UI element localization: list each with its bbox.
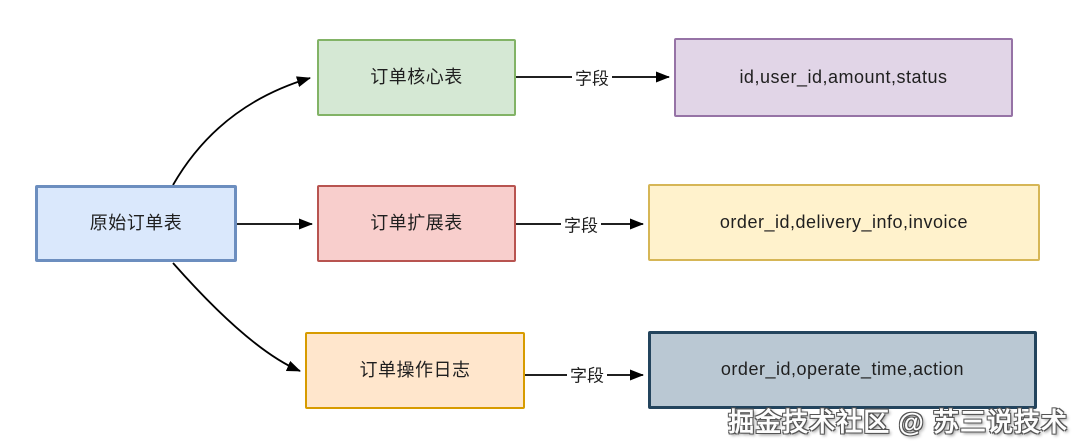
node-log-fields: order_id,operate_time,action (648, 331, 1037, 409)
edge-label-fields-2: 字段 (561, 211, 601, 237)
edge-label-fields-3: 字段 (567, 361, 607, 387)
node-original-order-table: 原始订单表 (35, 185, 237, 262)
node-order-extension-table: 订单扩展表 (317, 185, 516, 262)
node-label: 订单核心表 (370, 66, 463, 87)
node-label: order_id,delivery_info,invoice (719, 211, 969, 232)
node-label: 原始订单表 (89, 212, 183, 233)
node-label: id,user_id,amount,status (739, 66, 948, 87)
node-label: order_id,operate_time,action (720, 359, 965, 380)
node-label: 订单扩展表 (370, 212, 463, 233)
node-core-fields: id,user_id,amount,status (674, 38, 1013, 117)
node-order-core-table: 订单核心表 (317, 39, 516, 116)
watermark-text: 掘金技术社区 @ 苏三说技术 (728, 407, 1068, 437)
node-extension-fields: order_id,delivery_info,invoice (648, 184, 1040, 261)
arrow-source-to-log (172, 262, 301, 372)
arrow-source-to-core (172, 76, 311, 186)
edge-label-fields-1: 字段 (572, 64, 612, 90)
node-label: 订单操作日志 (359, 359, 471, 380)
node-order-operation-log: 订单操作日志 (305, 332, 525, 409)
